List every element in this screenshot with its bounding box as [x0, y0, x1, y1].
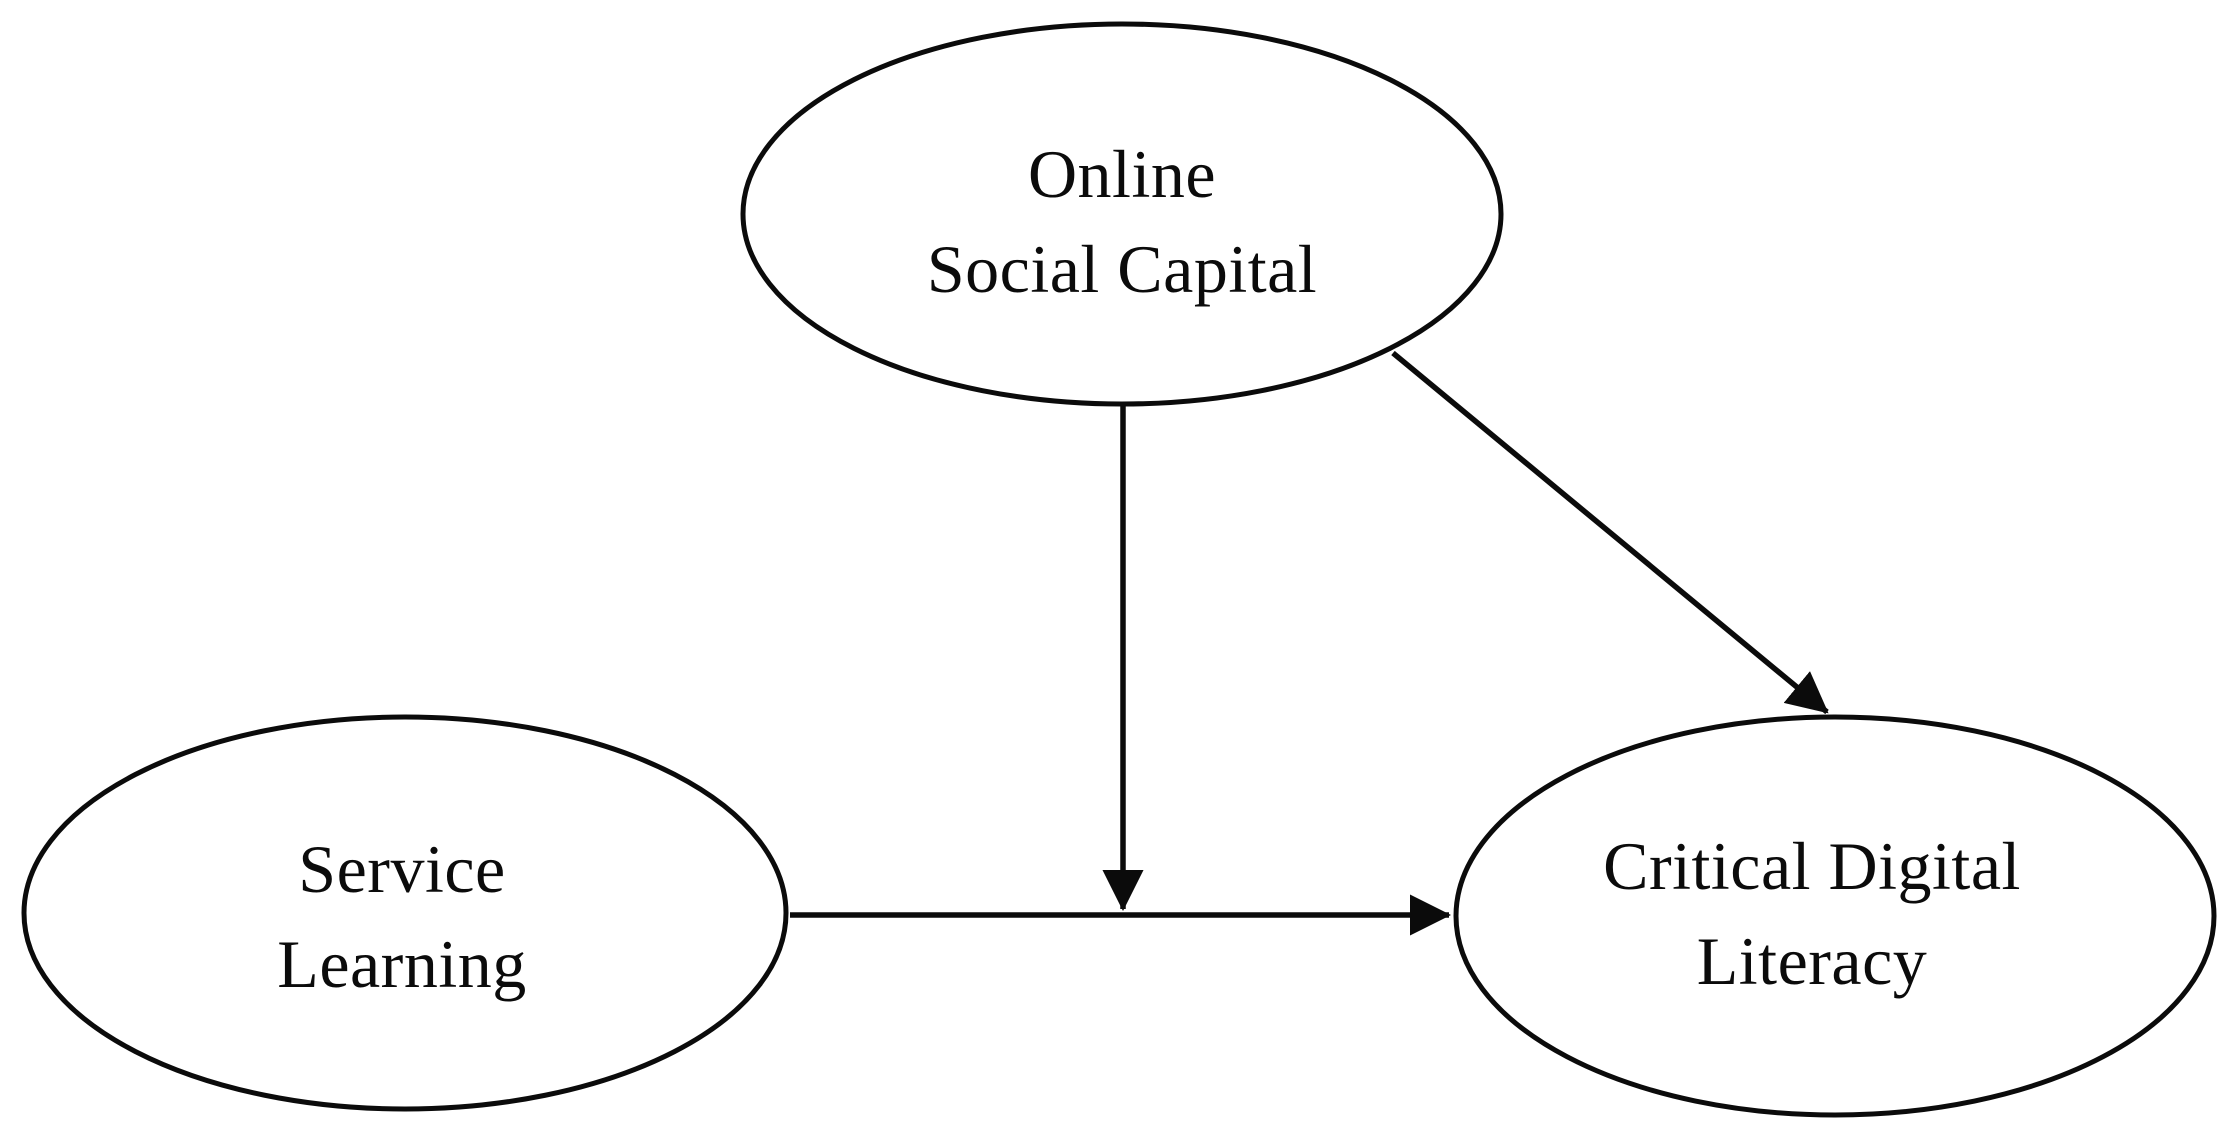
node-critical-digital-literacy [1453, 714, 2217, 1118]
node-label-online-social-capital: Online Social Capital [926, 135, 1318, 307]
node-online-social-capital [740, 21, 1504, 407]
edge-online-social-capital-to-critical-digital-literacy [1391, 350, 1829, 715]
node-label-service-learning: Service Learning [277, 830, 527, 1002]
node-service-learning [21, 714, 789, 1112]
node-label-critical-digital-literacy: Critical Digital Literacy [1603, 827, 2021, 999]
